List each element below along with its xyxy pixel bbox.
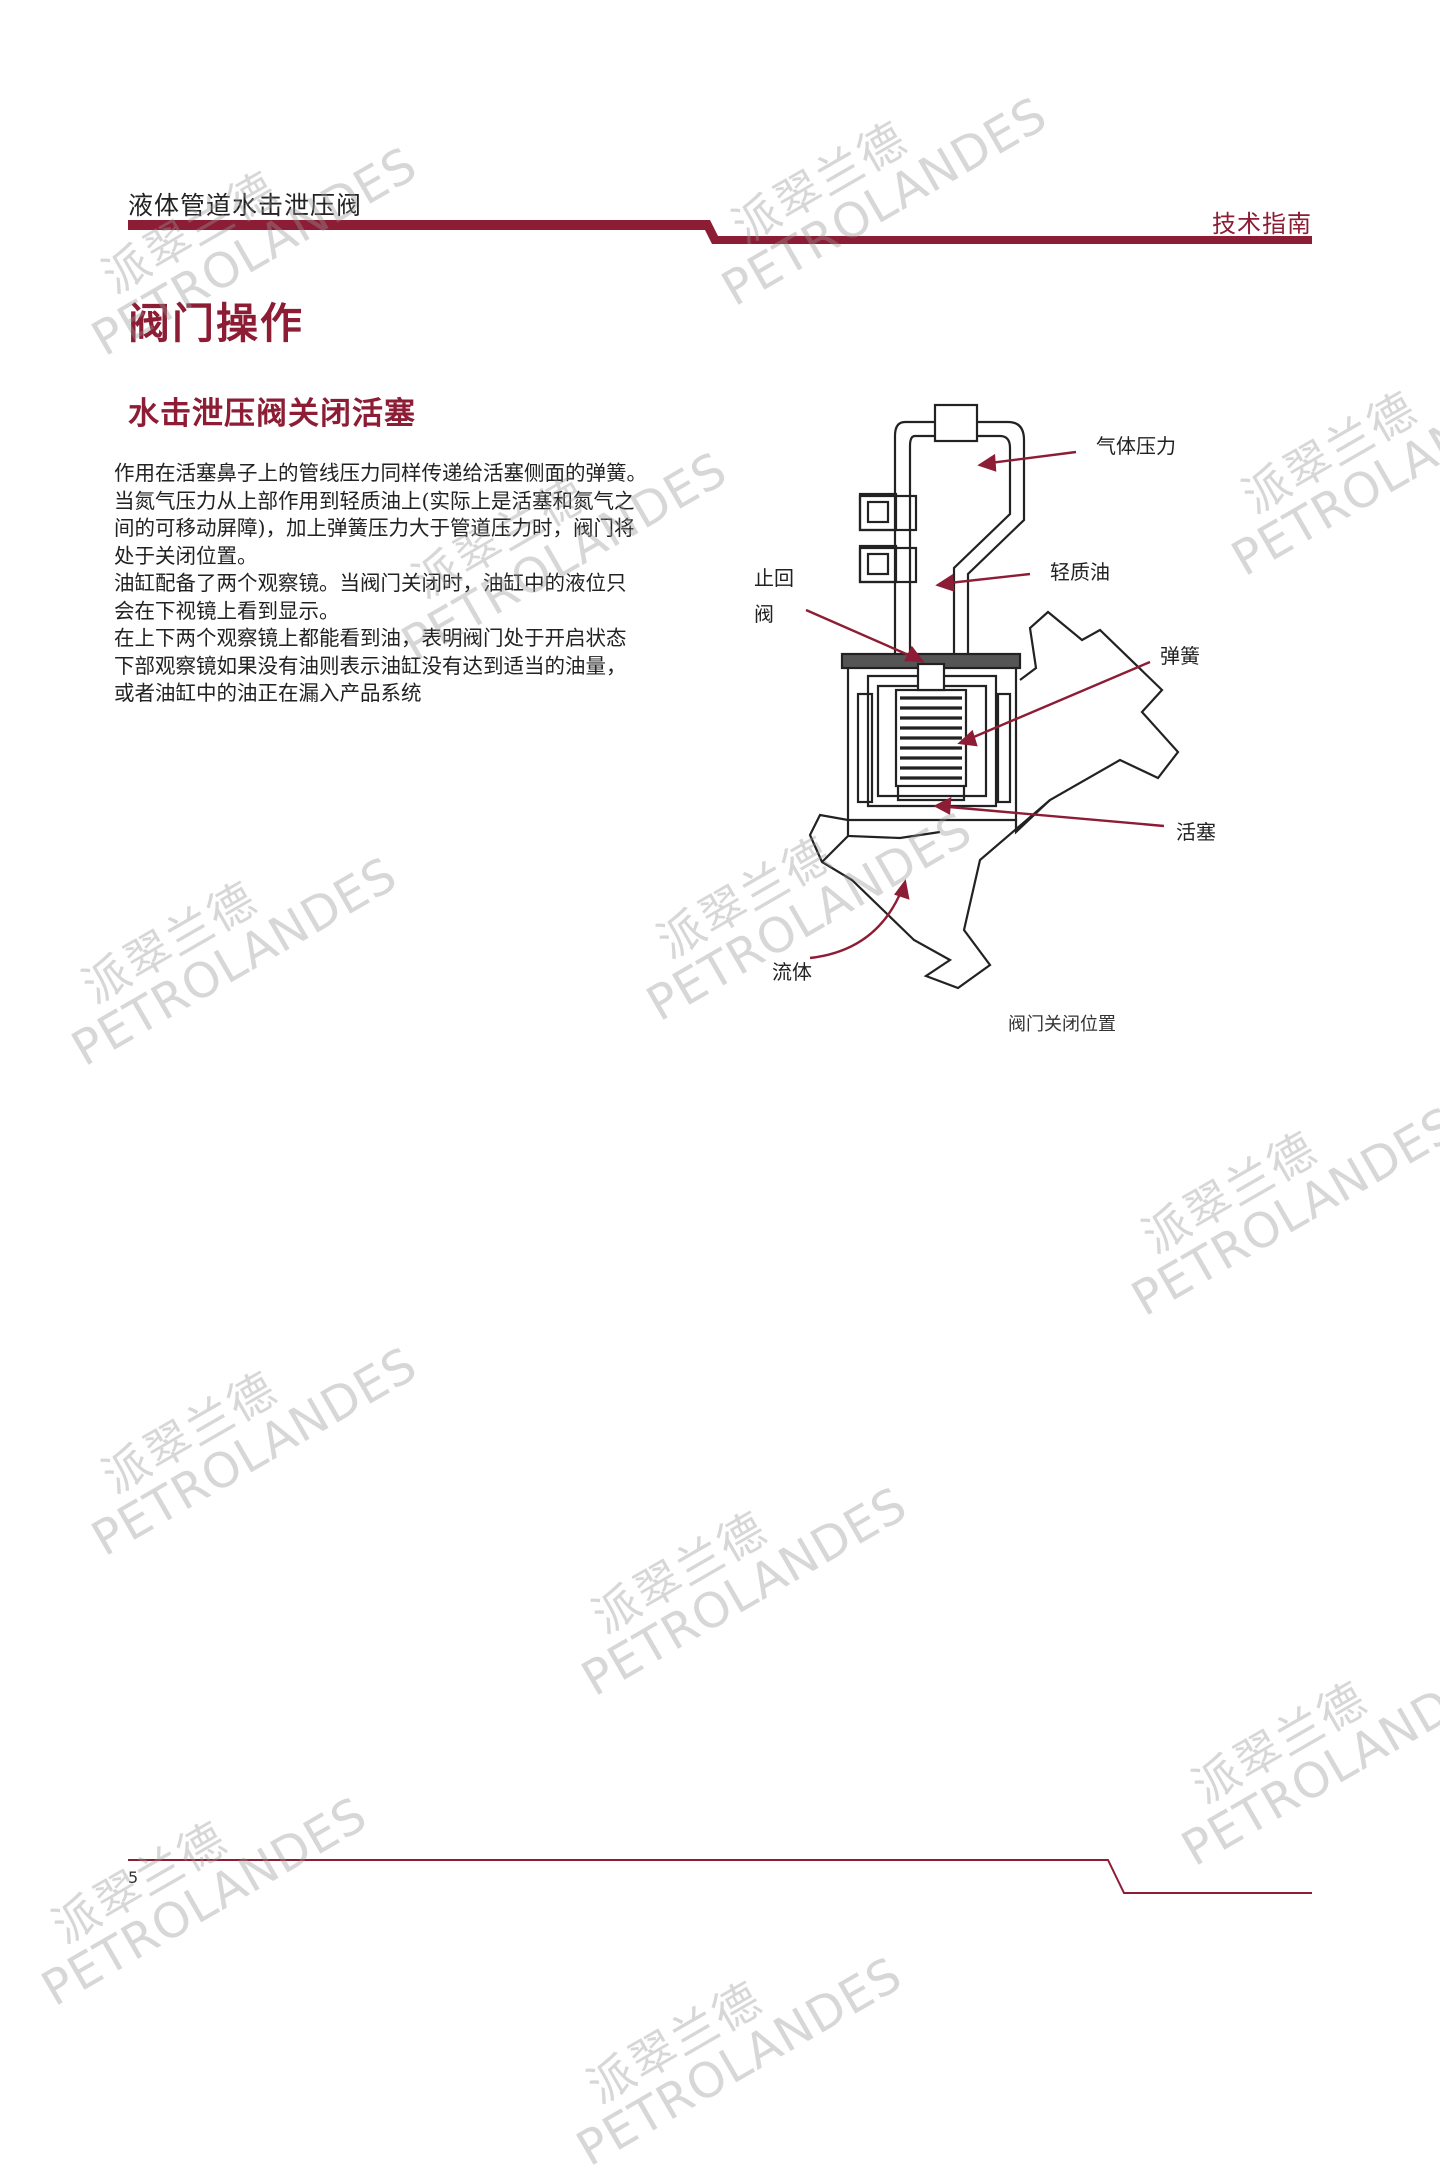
label-gas-pressure: 气体压力 xyxy=(1096,434,1176,458)
footer-rule xyxy=(128,1859,1312,1894)
label-check-valve-line2: 阀 xyxy=(754,602,774,626)
paragraph-line: 油缸配备了两个观察镜。当阀门关闭时，油缸中的液位只 xyxy=(114,571,627,595)
paragraph-line: 下部观察镜如果没有油则表示油缸没有达到适当的油量， xyxy=(114,653,627,678)
paragraph-line: 或者油缸中的油正在漏入产品系统 xyxy=(114,681,422,705)
label-spring: 弹簧 xyxy=(1160,644,1200,668)
valve-diagram xyxy=(805,403,1180,990)
paragraph-line: 作用在活塞鼻子上的管线压力同样传递给活塞侧面的弹簧。 xyxy=(114,461,647,485)
paragraph-line: 处于关闭位置。 xyxy=(114,543,258,568)
diagram-caption: 阀门关闭位置 xyxy=(1008,1014,1116,1035)
page-title: 阀门操作 xyxy=(128,299,305,348)
paragraph-line: 当氮气压力从上部作用到轻质油上(实际上是活塞和氮气之 xyxy=(114,488,635,513)
paragraph-line: 在上下两个观察镜上都能看到油，表明阀门处于开启状态 xyxy=(114,626,627,650)
label-fluid: 流体 xyxy=(772,960,812,984)
body-text: 作用在活塞鼻子上的管线压力同样传递给活塞侧面的弹簧。 当氮气压力从上部作用到轻质… xyxy=(114,460,724,708)
document-title: 液体管道水击泄压阀 xyxy=(128,191,363,220)
label-piston: 活塞 xyxy=(1176,820,1216,844)
page-subtitle: 水击泄压阀关闭活塞 xyxy=(128,396,416,432)
paragraph-line: 会在下视镜上看到显示。 xyxy=(114,598,340,623)
label-check-valve-line1: 止回 xyxy=(754,566,794,590)
label-light-oil: 轻质油 xyxy=(1050,560,1110,584)
paragraph-line: 间的可移动屏障)，加上弹簧压力大于管道压力时，阀门将 xyxy=(114,516,635,540)
section-tag: 技术指南 xyxy=(1212,210,1312,238)
page-number: 5 xyxy=(128,1868,139,1887)
